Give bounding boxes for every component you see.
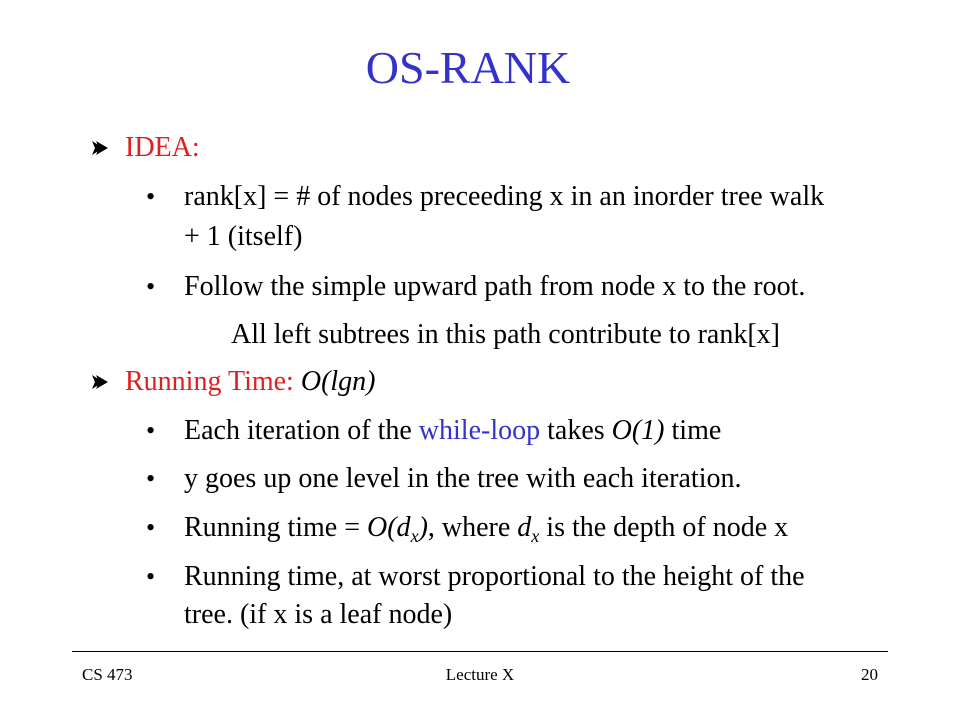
- arrow-bullet-icon: [90, 365, 120, 399]
- idea-bullet-1-line-2: + 1 (itself): [184, 221, 303, 252]
- rt-bullet-4-line-1: Running time, at worst proportional to t…: [184, 561, 805, 592]
- depth-variable-subscript: x: [531, 526, 540, 546]
- rt-bullet-1: Each iteration of the while-loop takes O…: [184, 414, 721, 448]
- rt-bullet-1-complexity: O(1): [611, 415, 665, 446]
- bullet-dot-icon: •: [146, 464, 156, 493]
- while-loop-keyword: while-loop: [418, 415, 541, 446]
- rt-bullet-1-pre: Each iteration of the: [184, 415, 412, 446]
- idea-bullet-1-line-1: rank[x] = # of nodes preceeding x in an …: [184, 181, 825, 212]
- slide-title: OS-RANK: [365, 42, 571, 93]
- rt-bullet-3: Running time = O(dx), where dx is the de…: [184, 511, 788, 545]
- footer-course: CS 473: [82, 665, 133, 684]
- running-time-heading: Running Time: O(lgn): [125, 365, 376, 399]
- depth-variable: dx: [517, 512, 540, 546]
- rt-bullet-1-post: time: [671, 415, 722, 446]
- depth-complexity-close: ): [418, 512, 428, 543]
- section-heading-idea: IDEA:: [0, 131, 960, 165]
- rt-bullet-3-pre: Running time =: [184, 512, 361, 543]
- depth-complexity-open: O(d: [367, 512, 411, 543]
- idea-note: All left subtrees in this path contribut…: [231, 319, 780, 350]
- footer-divider: [72, 651, 888, 652]
- footer-lecture: Lecture X: [445, 665, 515, 684]
- section-heading-running-time: Running Time: O(lgn): [0, 365, 960, 399]
- depth-complexity-subscript: x: [410, 526, 419, 546]
- bullet-dot-icon: •: [146, 272, 156, 301]
- depth-variable-letter: d: [517, 512, 532, 543]
- bullet-dot-icon: •: [146, 562, 156, 591]
- running-time-label: Running Time:: [125, 366, 294, 397]
- depth-complexity: O(dx): [367, 512, 428, 546]
- bullet-dot-icon: •: [146, 182, 156, 211]
- bullet-dot-icon: •: [146, 416, 156, 445]
- rt-bullet-2: y goes up one level in the tree with eac…: [184, 463, 742, 494]
- bullet-dot-icon: •: [146, 513, 156, 542]
- idea-heading: IDEA:: [125, 132, 200, 163]
- footer-page-number: 20: [861, 665, 878, 684]
- idea-bullet-2: Follow the simple upward path from node …: [184, 271, 806, 302]
- running-time-complexity: O(lgn): [300, 366, 376, 397]
- rt-bullet-3-mid: , where: [427, 512, 511, 543]
- rt-bullet-4-line-2: tree. (if x is a leaf node): [184, 599, 453, 630]
- arrow-bullet-icon: [90, 131, 120, 165]
- rt-bullet-3-post: is the depth of node x: [546, 512, 789, 543]
- rt-bullet-1-mid: takes: [547, 415, 605, 446]
